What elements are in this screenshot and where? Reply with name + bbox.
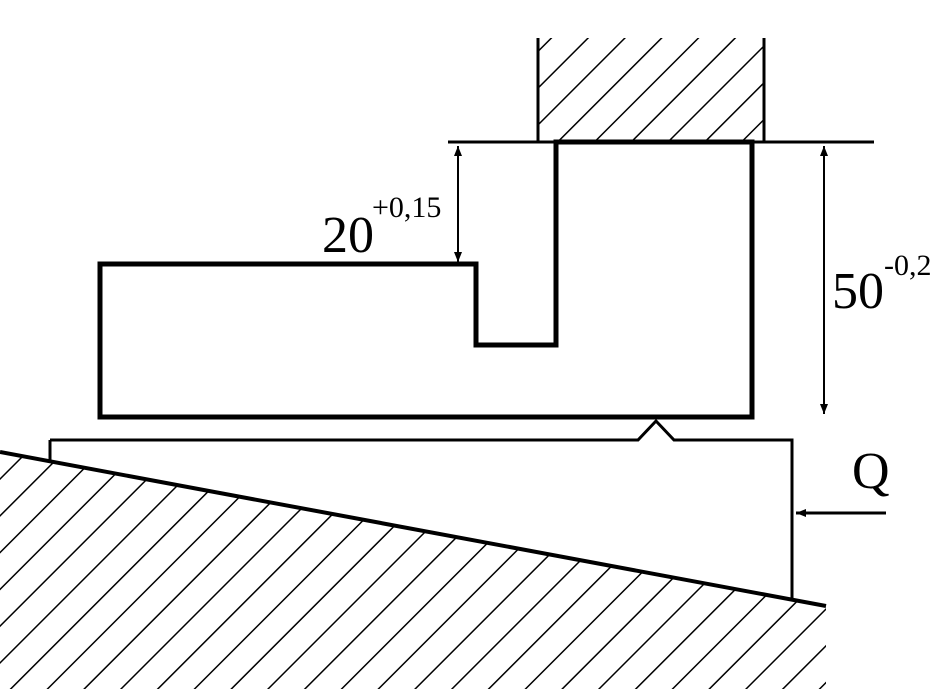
dimension-overall-tolerance: -0,2	[884, 249, 932, 282]
wedge	[50, 418, 794, 598]
dimension-overall-nominal: 50	[832, 263, 884, 320]
dimension-upper-tolerance: +0,15	[372, 191, 441, 224]
workpiece	[97, 139, 755, 420]
inclined-base	[0, 450, 827, 689]
dimension-upper-nominal: 20	[322, 207, 374, 264]
upper-clamp	[536, 38, 766, 142]
force-label: Q	[852, 443, 890, 500]
